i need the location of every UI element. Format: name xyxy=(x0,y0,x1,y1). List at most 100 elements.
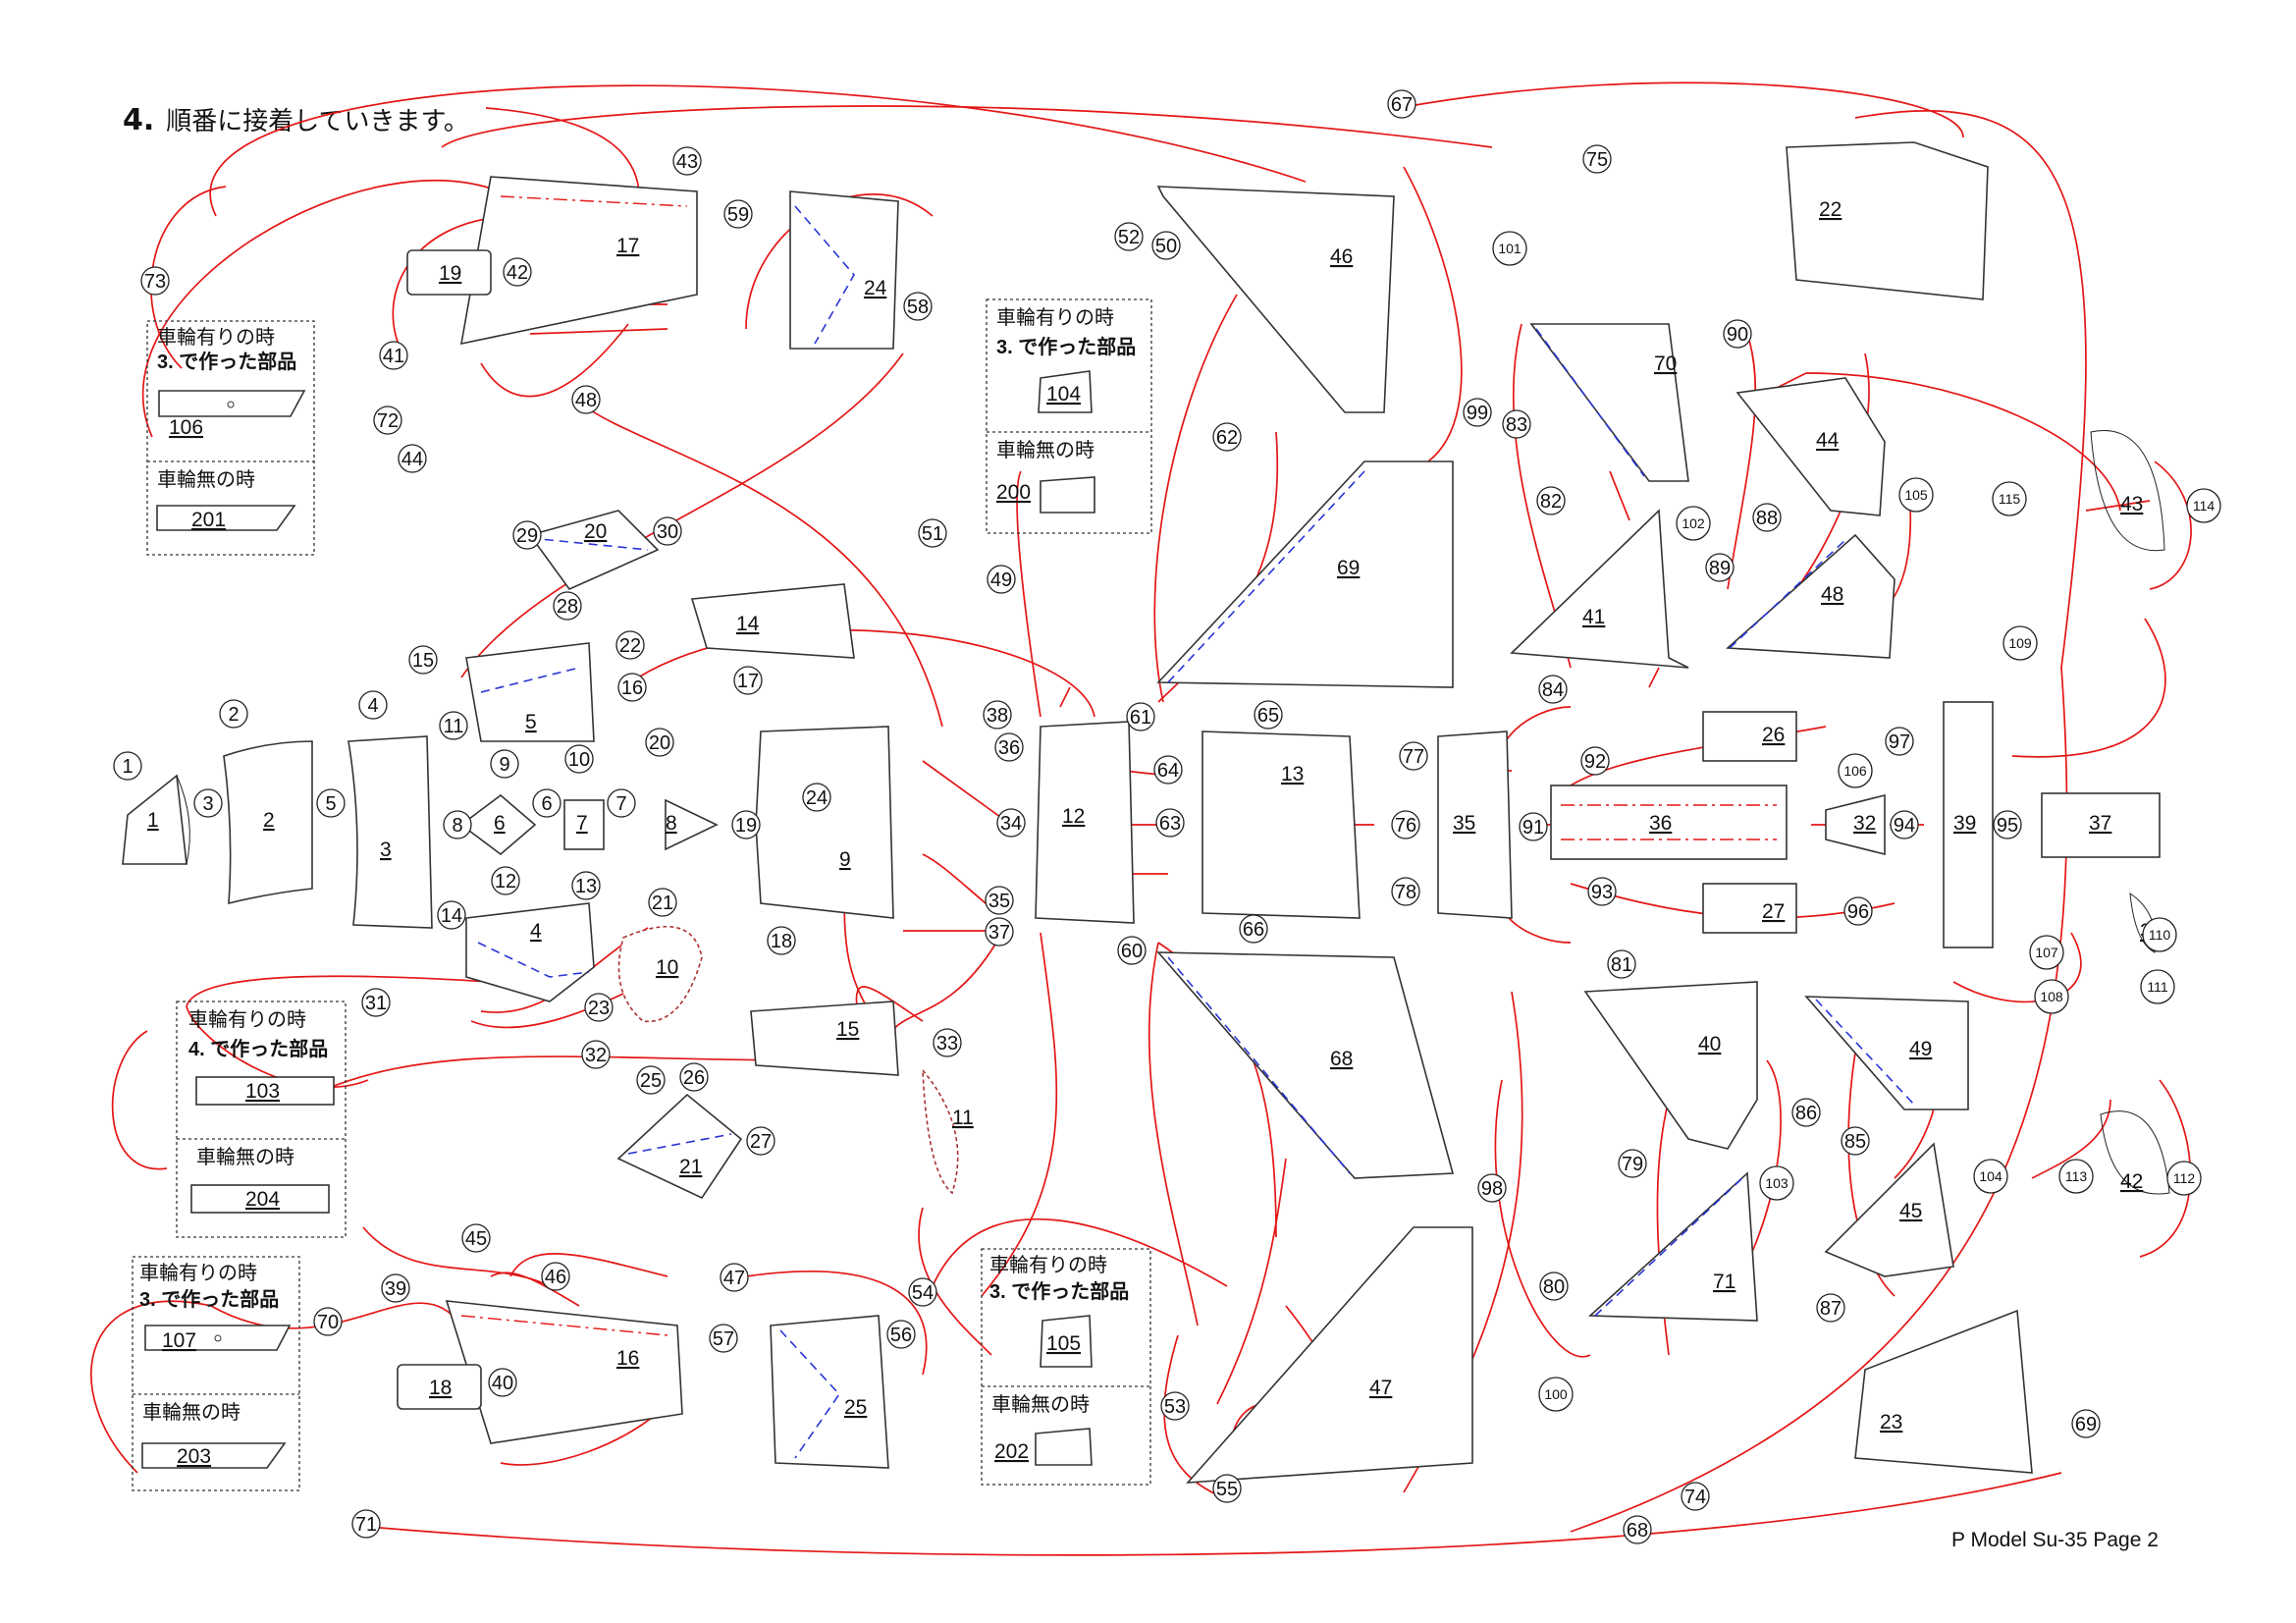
step-marker-41: 41 xyxy=(379,341,408,370)
step-marker-57: 57 xyxy=(709,1324,738,1353)
step-number: 109 xyxy=(2008,635,2032,651)
part-6-label: 6 xyxy=(494,812,506,835)
step-number: 67 xyxy=(1391,94,1413,116)
step-marker-7: 7 xyxy=(607,788,636,818)
part-10-label: 10 xyxy=(656,956,678,979)
parts-layer xyxy=(122,141,2170,1484)
step-marker-103: 103 xyxy=(1759,1165,1794,1201)
step-number: 35 xyxy=(988,891,1010,912)
step-number: 13 xyxy=(575,876,597,897)
step-marker-94: 94 xyxy=(1890,810,1919,839)
step-marker-107: 107 xyxy=(2029,935,2064,970)
page-footer: P Model Su-35 Page 2 xyxy=(1951,1529,2159,1551)
step-number: 58 xyxy=(907,297,929,318)
step-number: 21 xyxy=(652,893,673,914)
step-number: 3 xyxy=(202,793,213,815)
step-number: 10 xyxy=(568,749,590,771)
step-marker-33: 33 xyxy=(933,1028,962,1057)
step-number: 94 xyxy=(1894,815,1915,837)
step-number: 97 xyxy=(1889,731,1910,753)
step-number: 9 xyxy=(499,754,509,776)
step-marker-49: 49 xyxy=(987,565,1016,594)
alt-box-source-label: 3. で作った部品 xyxy=(157,350,296,373)
part-32-label: 32 xyxy=(1853,812,1876,835)
step-marker-112: 112 xyxy=(2166,1161,2202,1196)
step-marker-76: 76 xyxy=(1391,810,1420,839)
step-marker-45: 45 xyxy=(461,1223,491,1253)
step-marker-18: 18 xyxy=(767,926,796,955)
step-marker-46: 46 xyxy=(541,1262,570,1291)
part-203-label: 203 xyxy=(177,1445,211,1468)
part-3-label: 3 xyxy=(380,839,392,861)
step-marker-19: 19 xyxy=(731,810,761,839)
part-18-label: 18 xyxy=(429,1377,452,1399)
step-marker-79: 79 xyxy=(1618,1149,1647,1178)
part-25-label: 25 xyxy=(844,1396,867,1419)
alt-box-without-label: 車輪無の時 xyxy=(996,439,1095,461)
step-marker-13: 13 xyxy=(571,871,601,900)
part-43-label: 43 xyxy=(2120,493,2143,515)
step-number: 102 xyxy=(1682,515,1705,531)
step-number: 115 xyxy=(1999,491,2021,507)
step-number: 50 xyxy=(1155,236,1177,257)
step-marker-24: 24 xyxy=(802,783,831,812)
step-number: 32 xyxy=(585,1045,607,1066)
part-47-label: 47 xyxy=(1369,1377,1392,1399)
step-number: 96 xyxy=(1847,901,1869,923)
part-46-label: 46 xyxy=(1330,245,1353,268)
step-number: 104 xyxy=(1979,1168,2002,1184)
part-20-label: 20 xyxy=(584,520,607,543)
step-marker-15: 15 xyxy=(408,645,438,675)
alt-box-source-label: 3. で作った部品 xyxy=(989,1279,1129,1303)
step-number: 76 xyxy=(1395,815,1416,837)
page-title: 4.順番に接着していきます。 xyxy=(123,103,469,137)
step-marker-50: 50 xyxy=(1151,231,1181,260)
step-number: 16 xyxy=(621,677,643,699)
step-number: 112 xyxy=(2173,1170,2196,1186)
step-marker-99: 99 xyxy=(1463,398,1492,427)
step-marker-106: 106 xyxy=(1838,753,1873,788)
part-103-label: 103 xyxy=(245,1080,280,1103)
step-marker-91: 91 xyxy=(1519,812,1548,841)
step-marker-86: 86 xyxy=(1791,1098,1821,1127)
step-marker-47: 47 xyxy=(720,1263,749,1292)
alt-box-106: 車輪有りの時 3. で作った部品 106 車輪無の時 201 xyxy=(146,320,315,556)
step-number: 40 xyxy=(492,1373,513,1394)
step-number: 51 xyxy=(922,523,943,545)
step-marker-4: 4 xyxy=(358,690,388,720)
part-35-label: 35 xyxy=(1453,812,1475,835)
step-marker-37: 37 xyxy=(985,917,1014,947)
part-42-label: 42 xyxy=(2120,1170,2143,1193)
part-40-label: 40 xyxy=(1698,1033,1721,1055)
part-44-label: 44 xyxy=(1816,429,1840,452)
step-marker-44: 44 xyxy=(398,444,427,473)
step-marker-54: 54 xyxy=(908,1277,937,1307)
step-number: 5 xyxy=(325,793,336,815)
step-number: 100 xyxy=(1544,1386,1568,1402)
alt-box-source-label: 4. で作った部品 xyxy=(188,1037,328,1060)
step-marker-59: 59 xyxy=(723,199,753,229)
alt-box-without-label: 車輪無の時 xyxy=(991,1393,1090,1416)
step-number: 17 xyxy=(737,671,759,692)
step-marker-11: 11 xyxy=(439,711,468,740)
step-number: 14 xyxy=(441,905,462,927)
step-marker-10: 10 xyxy=(564,744,594,774)
step-marker-48: 48 xyxy=(571,385,601,414)
step-number: 34 xyxy=(1000,813,1022,835)
step-marker-81: 81 xyxy=(1607,949,1636,979)
step-number: 92 xyxy=(1584,751,1606,773)
step-number: 69 xyxy=(2075,1414,2097,1435)
alt-box-without-label: 車輪無の時 xyxy=(142,1401,240,1424)
step-marker-111: 111 xyxy=(2140,969,2175,1004)
step-marker-102: 102 xyxy=(1676,506,1711,541)
step-marker-16: 16 xyxy=(617,673,647,702)
step-marker-43: 43 xyxy=(672,146,702,176)
step-marker-55: 55 xyxy=(1212,1474,1242,1503)
step-marker-23: 23 xyxy=(584,993,614,1022)
step-number: 59 xyxy=(727,204,749,226)
part-13-label: 13 xyxy=(1281,763,1304,785)
step-number: 89 xyxy=(1709,558,1731,579)
step-marker-70: 70 xyxy=(313,1307,343,1336)
step-marker-115: 115 xyxy=(1992,481,2027,516)
step-marker-89: 89 xyxy=(1705,553,1735,582)
